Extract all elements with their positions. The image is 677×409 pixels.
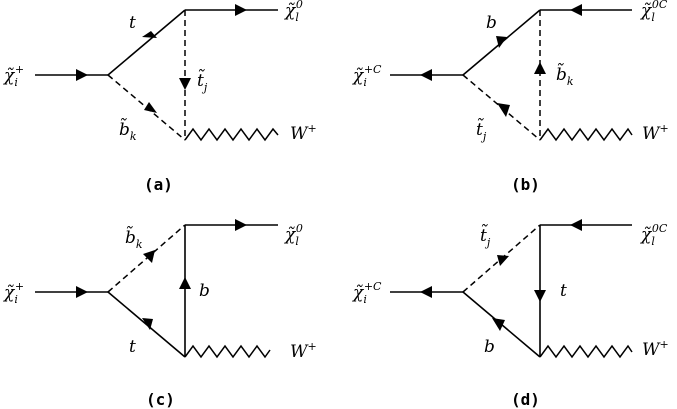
d-incoming-fermion-line — [390, 286, 463, 298]
c-caption: (c) — [146, 390, 175, 409]
b-outgoing-bottom-label: W+ — [642, 122, 669, 144]
a-outgoing-top-label: χ̃l0 — [284, 0, 303, 24]
d-lower-leg-label: b — [484, 337, 495, 357]
a-outgoing-top-fermion-line — [185, 4, 278, 16]
d-vertical-label: t — [560, 281, 567, 301]
a-vertical-scalar-line — [179, 10, 191, 140]
d-vertical-fermion-line — [534, 225, 546, 357]
b-w-boson-wavy-line — [539, 127, 633, 142]
c-outgoing-bottom-label: W+ — [290, 340, 317, 362]
a-lower-leg-label: b̃k — [119, 118, 137, 143]
b-incoming-label: χ̃i+C — [352, 63, 382, 89]
c-upper-scalar-line — [107, 224, 186, 293]
a-lower-scalar-line — [107, 74, 186, 141]
c-vertical-label: b — [199, 281, 210, 301]
a-incoming-fermion-line — [35, 69, 108, 81]
b-upper-leg-label: b — [486, 13, 497, 33]
b-incoming-fermion-line — [390, 69, 463, 81]
diagram-b: χ̃i+C χ̃l0C W+ b t̃j b̃k (b) — [352, 0, 669, 194]
diagram-d: χ̃i+C χ̃l0C W+ t̃j b t (d) — [352, 219, 669, 409]
c-incoming-label: χ̃i+ — [3, 280, 24, 306]
d-upper-leg-label: t̃j — [480, 224, 491, 249]
d-lower-fermion-line — [462, 291, 541, 358]
b-upper-fermion-line — [462, 9, 541, 76]
c-lower-fermion-line — [107, 291, 186, 358]
d-outgoing-bottom-label: W+ — [642, 338, 669, 360]
c-lower-leg-label: t — [129, 337, 136, 357]
b-vertical-scalar-line — [534, 10, 546, 140]
diagram-a: χ̃i+ χ̃l0 W+ t b̃k t̃j (a) — [3, 0, 317, 194]
c-w-boson-wavy-line — [184, 344, 271, 359]
c-incoming-fermion-line — [35, 286, 108, 298]
b-outgoing-top-fermion-line — [540, 4, 632, 16]
c-vertical-fermion-line — [179, 225, 191, 357]
a-w-boson-wavy-line — [184, 127, 279, 142]
d-upper-scalar-line — [462, 224, 541, 293]
b-outgoing-top-label: χ̃l0C — [640, 0, 668, 24]
d-outgoing-top-label: χ̃l0C — [640, 222, 668, 248]
d-caption: (d) — [511, 390, 540, 409]
a-upper-leg-label: t — [129, 13, 136, 33]
b-lower-scalar-line — [462, 74, 541, 141]
b-caption: (b) — [511, 175, 540, 194]
a-caption: (a) — [144, 175, 173, 194]
diagram-c: χ̃i+ χ̃l0 W+ b̃k t b (c) — [3, 219, 317, 409]
a-vertical-label: t̃j — [197, 69, 208, 94]
a-incoming-label: χ̃i+ — [3, 63, 24, 89]
d-outgoing-top-fermion-line — [540, 219, 632, 231]
b-lower-leg-label: t̃j — [476, 118, 487, 143]
d-w-boson-wavy-line — [539, 344, 633, 359]
d-incoming-label: χ̃i+C — [352, 280, 382, 306]
c-outgoing-top-label: χ̃l0 — [284, 222, 303, 248]
c-upper-leg-label: b̃k — [125, 226, 143, 251]
a-upper-fermion-line — [107, 9, 186, 76]
a-outgoing-bottom-label: W+ — [290, 122, 317, 144]
c-outgoing-top-fermion-line — [185, 219, 278, 231]
b-vertical-label: b̃k — [556, 63, 574, 88]
